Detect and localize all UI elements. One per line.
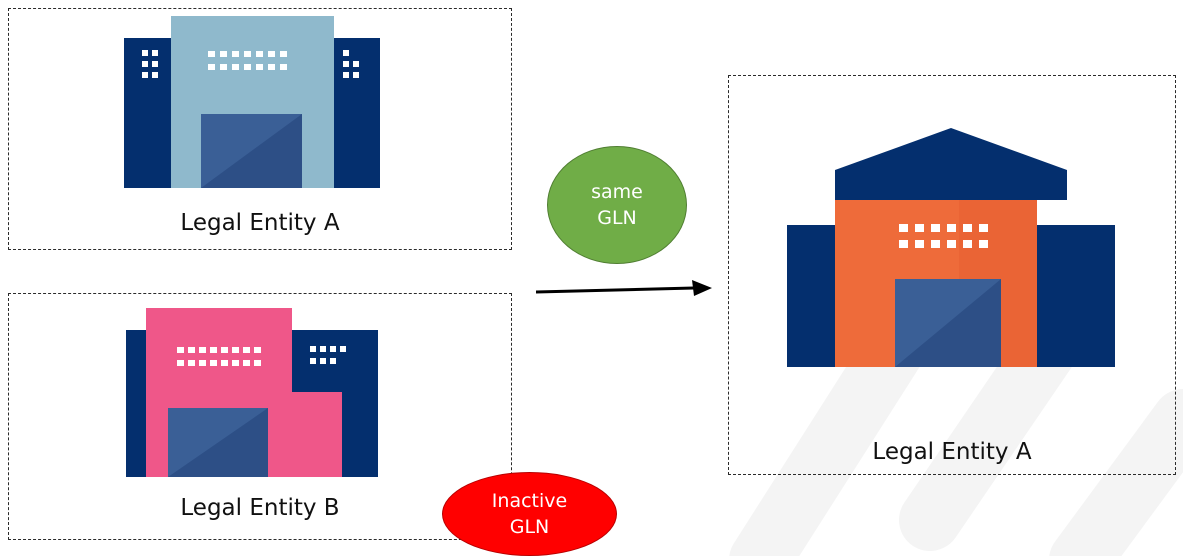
badge-line: GLN	[597, 207, 637, 229]
building-light-blue-icon	[124, 16, 380, 188]
entity-label: Legal Entity A	[872, 439, 1032, 465]
building-pink-icon	[126, 308, 378, 477]
badge-line: GLN	[509, 516, 550, 538]
arrow-right-icon	[536, 280, 712, 296]
badge-line: Inactive	[491, 490, 568, 512]
same-gln-badge: same GLN	[547, 146, 687, 264]
entity-label: Legal Entity A	[180, 210, 340, 236]
entity-box-result: Legal Entity A	[728, 75, 1176, 475]
warehouse-orange-icon	[787, 128, 1115, 367]
entity-label: Legal Entity B	[180, 495, 340, 521]
inactive-gln-badge: Inactive GLN	[442, 472, 617, 556]
badge-line: same	[591, 181, 643, 203]
entity-box-a: Legal Entity A	[8, 8, 512, 250]
entity-box-b: Legal Entity B	[8, 293, 512, 540]
